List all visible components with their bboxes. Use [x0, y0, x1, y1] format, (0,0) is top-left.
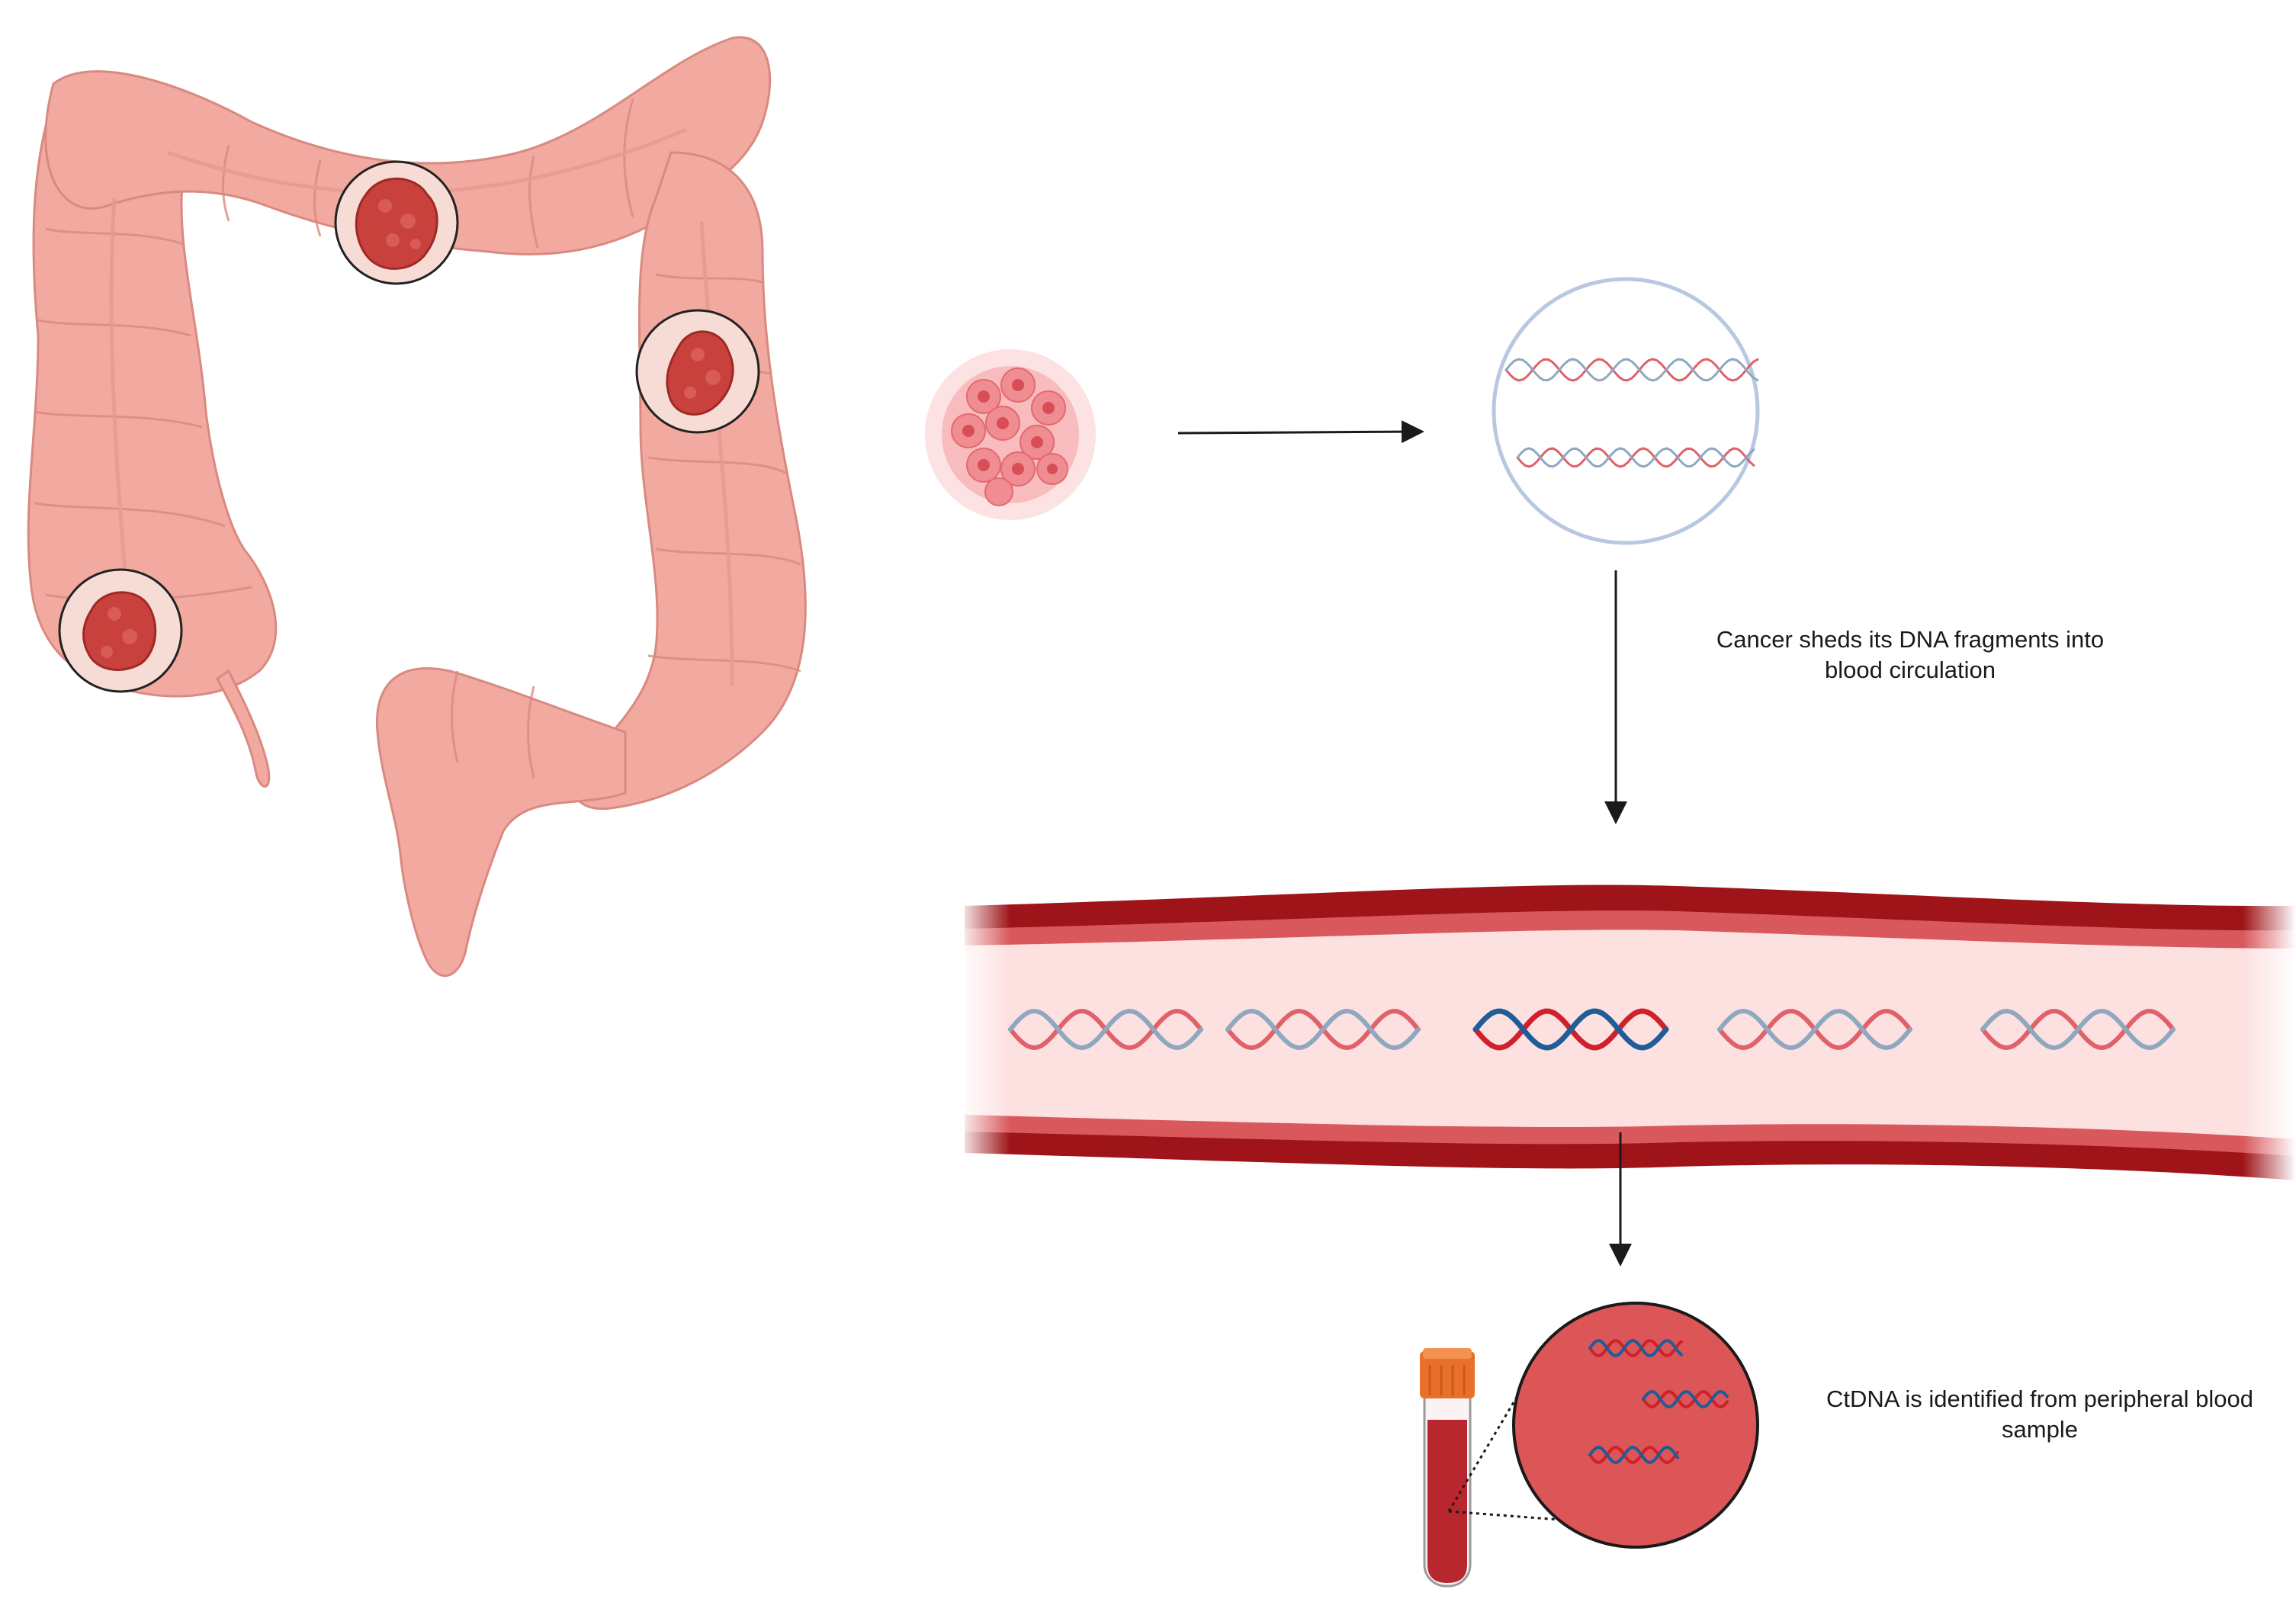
caption-ctdna-detection: CtDNA is identified from peripheral bloo… [1826, 1385, 2253, 1443]
tumor-top [334, 160, 459, 285]
ctdna-strand [1588, 1338, 1683, 1358]
arrow-to-dna-fragments [1177, 420, 1424, 444]
blood-collection-tube-icon [1420, 1348, 1475, 1588]
cfdna-strand [1980, 1009, 2176, 1050]
cancer-cell-cluster-icon [925, 349, 1096, 520]
dna-fragment [1504, 358, 1759, 382]
cfdna-strand [1717, 1009, 1912, 1050]
ctdna-strand [1472, 1008, 1669, 1051]
tumor-right [635, 309, 760, 434]
cfdna-strand [1225, 1009, 1421, 1050]
blood-vessel-illustration [957, 877, 2296, 1197]
ctdna-strand [1588, 1445, 1679, 1465]
dna-fragment-helices [1504, 358, 1759, 468]
dna-fragment [1516, 447, 1755, 468]
dna-fragments-circle [1492, 277, 1760, 545]
cfdna-strand [1008, 1009, 1203, 1050]
magnified-ctdna-strands [1588, 1338, 1729, 1465]
vessel-dna-strands [1008, 1008, 2176, 1051]
magnified-blood-sample [1512, 1302, 1759, 1549]
caption-dna-shedding: Cancer sheds its DNA fragments into bloo… [1716, 626, 2105, 683]
ctdna-strand [1642, 1389, 1729, 1409]
tumor-left [58, 568, 183, 693]
colon-illustration [27, 36, 807, 978]
